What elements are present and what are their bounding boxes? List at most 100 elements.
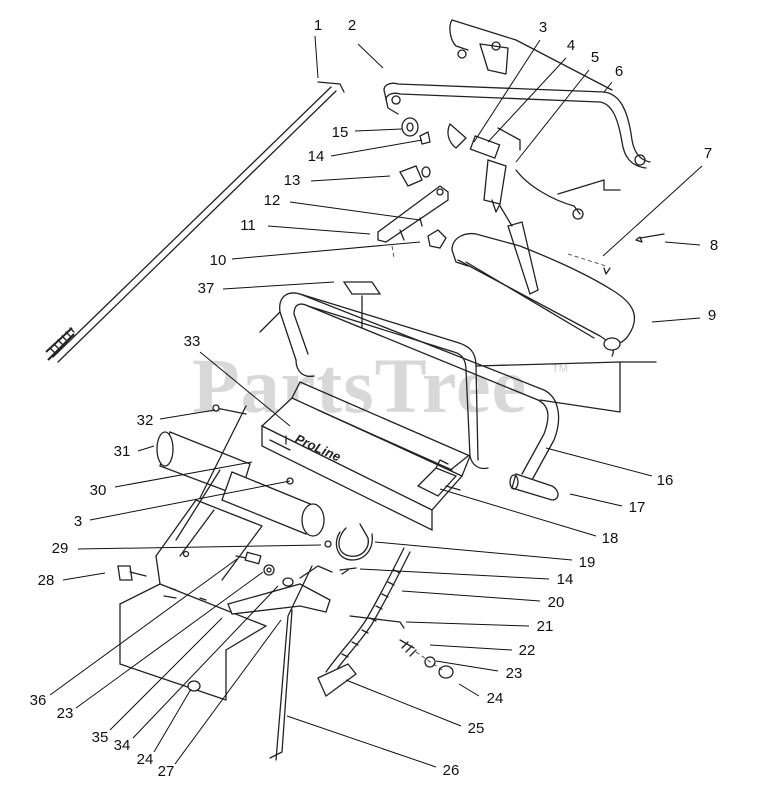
part-bracket-plate (377, 185, 449, 259)
leader-line-c3b (89, 480, 291, 521)
callout-c12: 12 (264, 192, 281, 209)
callout-c31: 31 (114, 443, 131, 460)
leader-line-c1 (314, 35, 319, 79)
leader-line-c28 (62, 572, 106, 581)
callout-c33: 33 (184, 333, 201, 350)
leader-line-c35 (109, 617, 223, 731)
leader-line-c4 (487, 57, 567, 143)
part-gas-spring (469, 135, 539, 295)
leader-line-c12 (289, 201, 421, 221)
watermark: PartsTree TM (192, 342, 568, 429)
callout-c23b: 23 (57, 705, 74, 722)
callout-c24a: 24 (487, 690, 504, 707)
callout-c37: 37 (198, 280, 215, 297)
leader-line-c34 (132, 585, 279, 739)
callout-c20: 20 (548, 594, 565, 611)
leader-line-c30 (114, 461, 253, 488)
part-37-tag (342, 281, 382, 329)
watermark-tm: TM (552, 363, 568, 375)
part-cable-spring (317, 547, 454, 698)
callout-c8: 8 (710, 237, 718, 254)
leader-line-c32 (159, 409, 216, 420)
callout-c1: 1 (314, 17, 322, 34)
watermark-text: PartsTree (192, 342, 527, 429)
part-nut-24b (187, 680, 201, 692)
leader-line-c36 (49, 558, 238, 696)
callout-c15: 15 (332, 124, 349, 141)
leader-line-c14a (330, 139, 423, 157)
callout-c16: 16 (657, 472, 674, 489)
callout-c14a: 14 (308, 148, 325, 165)
leader-line-c18 (439, 488, 597, 537)
leader-line-c15 (354, 128, 403, 132)
leader-line-c33 (199, 351, 291, 427)
part-grip (509, 473, 559, 501)
callout-c30: 30 (90, 482, 107, 499)
callout-c24b: 24 (137, 751, 154, 768)
leader-line-c23a (435, 660, 499, 672)
part-screw (212, 404, 247, 415)
leader-line-c23b (75, 571, 264, 709)
leader-line-c24b (153, 688, 192, 753)
callout-c17: 17 (629, 499, 646, 516)
leader-line-c2 (357, 43, 384, 69)
callout-c3a: 3 (539, 19, 547, 36)
leader-line-c16 (545, 447, 653, 477)
callout-c2: 2 (348, 17, 356, 34)
part-lower-bar (451, 232, 665, 357)
leader-line-c26 (286, 715, 437, 768)
part-bolt-28 (117, 565, 147, 581)
leader-line-c9 (651, 317, 701, 323)
callout-c3b: 3 (74, 513, 82, 530)
callout-c6: 6 (615, 63, 623, 80)
callout-c11: 11 (240, 217, 256, 234)
callout-c36: 36 (30, 692, 47, 709)
part-control-box: ProLine (260, 381, 471, 532)
callout-c21: 21 (537, 618, 554, 635)
callout-c13: 13 (284, 172, 301, 189)
part-latch (416, 459, 461, 497)
callout-c19: 19 (579, 554, 596, 571)
callout-c4: 4 (567, 37, 575, 54)
leader-line-c3a (473, 39, 541, 143)
leader-line-c22 (429, 644, 513, 651)
callout-c32: 32 (137, 412, 154, 429)
leader-line-c27 (174, 619, 282, 765)
leader-line-c19 (374, 541, 573, 561)
callout-c9: 9 (708, 307, 716, 324)
callout-c22: 22 (519, 642, 536, 659)
callout-c23a: 23 (506, 665, 523, 682)
callout-c5: 5 (591, 49, 599, 66)
part-linkage-arm (227, 565, 333, 761)
part-cable-rod (45, 81, 345, 363)
part-upper-handle (383, 19, 651, 220)
leader-line-c24a (458, 683, 480, 697)
callout-c27: 27 (158, 763, 175, 780)
callout-c14b: 14 (557, 571, 574, 588)
callout-c29: 29 (52, 540, 69, 557)
part-lower-chassis (119, 405, 267, 701)
leader-line-c17 (569, 493, 623, 507)
part-left-hardware (235, 551, 294, 587)
part-small-hardware (399, 117, 431, 187)
callout-c10: 10 (210, 252, 227, 269)
leader-line-c6 (603, 81, 613, 93)
leader-line-c29 (77, 544, 322, 550)
callout-c7: 7 (704, 145, 712, 162)
leader-line-c31 (137, 445, 155, 452)
callout-c35: 35 (92, 729, 109, 746)
leader-line-c8 (664, 241, 701, 246)
callout-c28: 28 (38, 572, 55, 589)
leader-line-c14b (359, 568, 550, 580)
leader-line-c7 (602, 165, 703, 257)
callout-c25: 25 (468, 720, 485, 737)
leader-line-c21 (405, 621, 530, 627)
part-cylinder (156, 431, 325, 537)
leader-line-c13 (310, 175, 391, 182)
leader-line-c10 (231, 241, 421, 260)
callout-c18: 18 (602, 530, 619, 547)
leader-line-c37 (222, 281, 335, 290)
leader-line-c20 (401, 590, 541, 602)
